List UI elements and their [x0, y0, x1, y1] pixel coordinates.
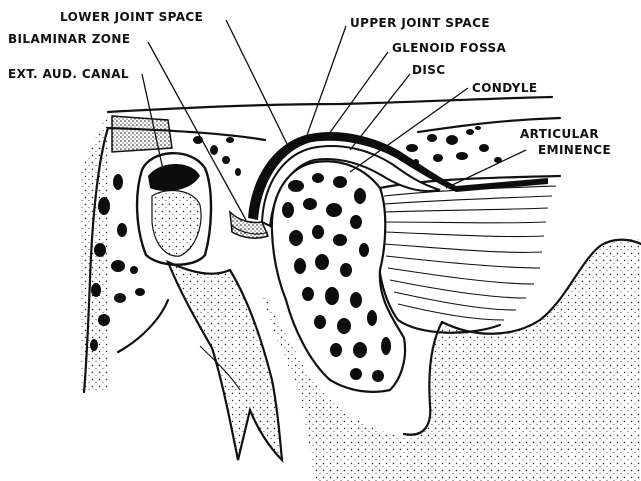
external-auditory-canal [137, 153, 211, 265]
leader-lower-joint-space [226, 20, 290, 150]
leader-upper-joint-space [306, 26, 346, 138]
label-upper-joint-space: UPPER JOINT SPACE [350, 16, 490, 30]
label-articular: ARTICULAR [520, 127, 599, 141]
label-eminence: EMINENCE [538, 143, 611, 157]
lateral-pterygoid-muscle [376, 176, 560, 333]
label-ext-aud-canal: EXT. AUD. CANAL [8, 67, 129, 81]
label-glenoid-fossa: GLENOID FOSSA [392, 41, 506, 55]
label-condyle: CONDYLE [472, 81, 537, 95]
leader-glenoid-fossa [326, 52, 388, 138]
leader-disc [350, 74, 410, 150]
label-lower-joint-space: LOWER JOINT SPACE [60, 10, 203, 24]
label-disc: DISC [412, 63, 445, 77]
label-bilaminar-zone: BILAMINAR ZONE [8, 32, 130, 46]
